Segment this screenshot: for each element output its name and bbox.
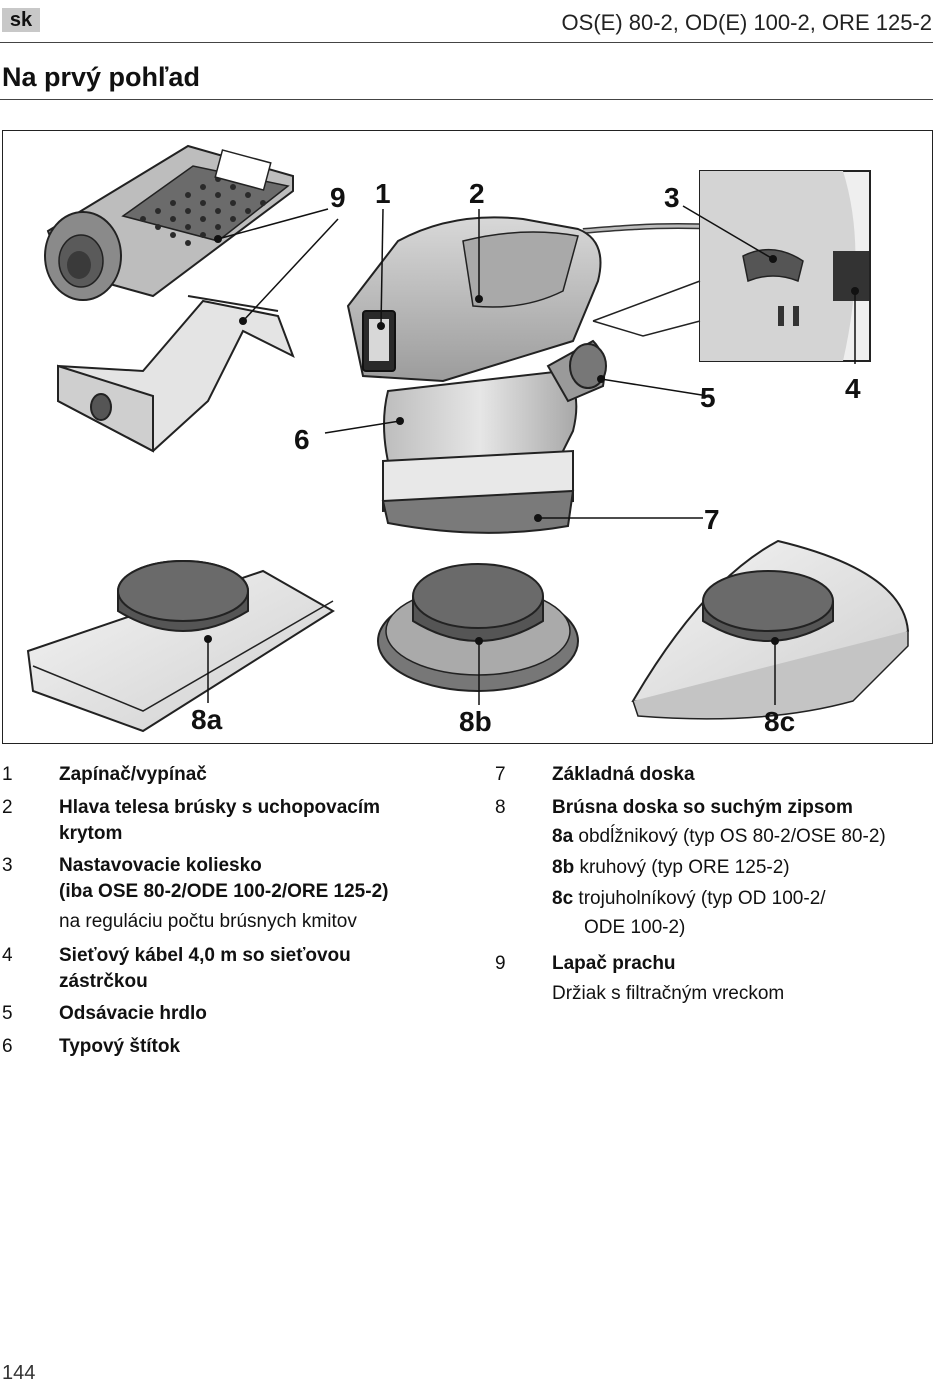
pad-8b-drawing [377, 563, 579, 692]
inset-detail-drawing [592, 170, 871, 362]
legend-text: Lapač prachu [552, 953, 676, 974]
callout-6: 6 [294, 424, 310, 455]
legend-num: 3 [2, 855, 13, 876]
leader-lines [207, 205, 856, 705]
legend-text: Hlava telesa brúsky s uchopovacím [59, 797, 381, 818]
legend-num: 9 [495, 953, 506, 974]
legend-text: Sieťový kábel 4,0 m so sieťovou [59, 945, 351, 966]
callout-8c: 8c [764, 706, 795, 737]
legend-num: 1 [2, 764, 13, 785]
legend-num: 6 [2, 1036, 13, 1057]
legend-num: 5 [2, 1003, 13, 1024]
legend-note: Držiak s filtračným vreckom [552, 983, 785, 1004]
legend-num: 8 [495, 797, 506, 818]
legend-sub-8b: 8b kruhový (typ ORE 125-2) [552, 857, 790, 878]
legend-note: na reguláciu počtu brúsnych kmitov [59, 911, 357, 932]
model-header: OS(E) 80-2, OD(E) 100-2, ORE 125-2 [561, 10, 932, 35]
legend-sub-8c: 8c trojuholníkový (typ OD 100-2/ [552, 888, 826, 909]
legend-num: 7 [495, 764, 506, 785]
title-rule [0, 99, 933, 100]
pad-8a-drawing [26, 560, 335, 733]
callout-5: 5 [700, 382, 716, 413]
callout-3: 3 [664, 182, 680, 213]
product-illustration: 9 1 2 3 4 5 6 7 8a 8b 8c [2, 130, 933, 744]
legend-text: krytom [59, 823, 123, 844]
callout-9: 9 [330, 182, 346, 213]
legend-text: Zapínač/vypínač [59, 764, 207, 785]
page-number: 144 [2, 1362, 36, 1384]
callout-1: 1 [375, 178, 391, 209]
filter-holder-drawing [57, 295, 295, 453]
header-rule [0, 42, 933, 43]
pad-8c-drawing [631, 539, 910, 720]
legend-text: Nastavovacie koliesko [59, 855, 262, 876]
legend-text: Odsávacie hrdlo [59, 1003, 207, 1024]
legend-text: Základná doska [552, 764, 695, 785]
legend-text: zástrčkou [59, 971, 148, 992]
callout-8b: 8b [459, 706, 492, 737]
legend-sub-8a: 8a obdĺžnikový (typ OS 80-2/OSE 80-2) [552, 826, 886, 847]
legend-text: Typový štítok [59, 1036, 181, 1057]
legend-text: Brúsna doska so suchým zipsom [552, 797, 853, 818]
callout-8a: 8a [191, 704, 223, 735]
leader-dots [204, 235, 859, 645]
language-badge: sk [2, 8, 40, 32]
legend-num: 4 [2, 945, 13, 966]
callout-4: 4 [845, 373, 861, 404]
legend-text: (iba OSE 80-2/ODE 100-2/ORE 125-2) [59, 881, 389, 902]
callout-2: 2 [469, 178, 485, 209]
section-title: Na prvý pohľad [2, 62, 200, 92]
dust-canister-drawing [44, 144, 294, 301]
legend-sub-8c-cont: ODE 100-2) [584, 917, 686, 938]
legend-num: 2 [2, 797, 13, 818]
callout-7: 7 [704, 504, 720, 535]
